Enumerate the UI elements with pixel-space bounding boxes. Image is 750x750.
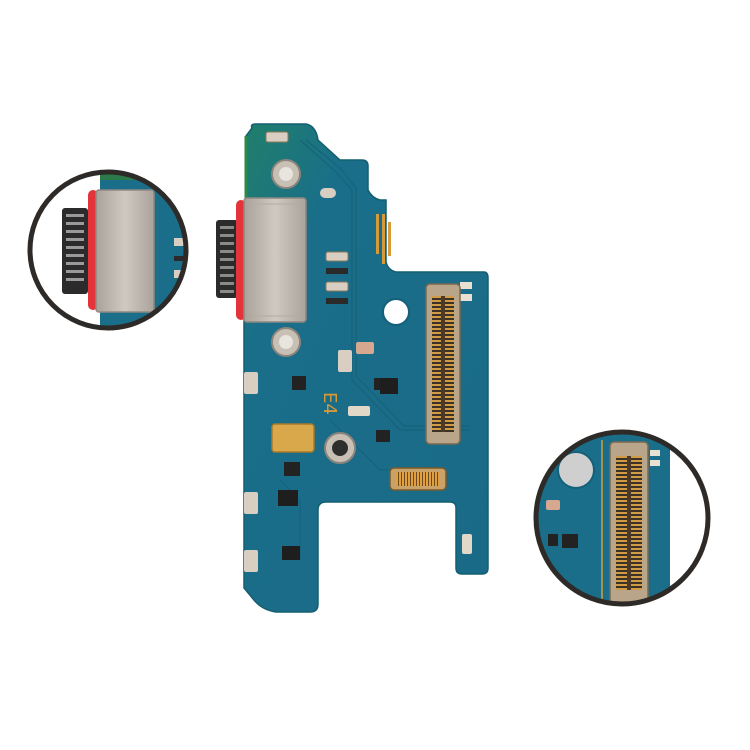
inset-connector — [533, 429, 711, 607]
small-connector — [389, 467, 447, 491]
inset-border — [27, 169, 189, 331]
microphone — [271, 423, 315, 453]
board-to-board-connector — [425, 283, 461, 445]
inset-usb-port — [27, 169, 189, 331]
smd-components — [244, 131, 472, 572]
silkscreen-label: E4 — [319, 392, 340, 415]
usb-c-port — [216, 197, 307, 323]
silkscreen-code — [376, 214, 391, 264]
mounting-holes — [271, 159, 410, 464]
inset-border — [533, 429, 711, 607]
